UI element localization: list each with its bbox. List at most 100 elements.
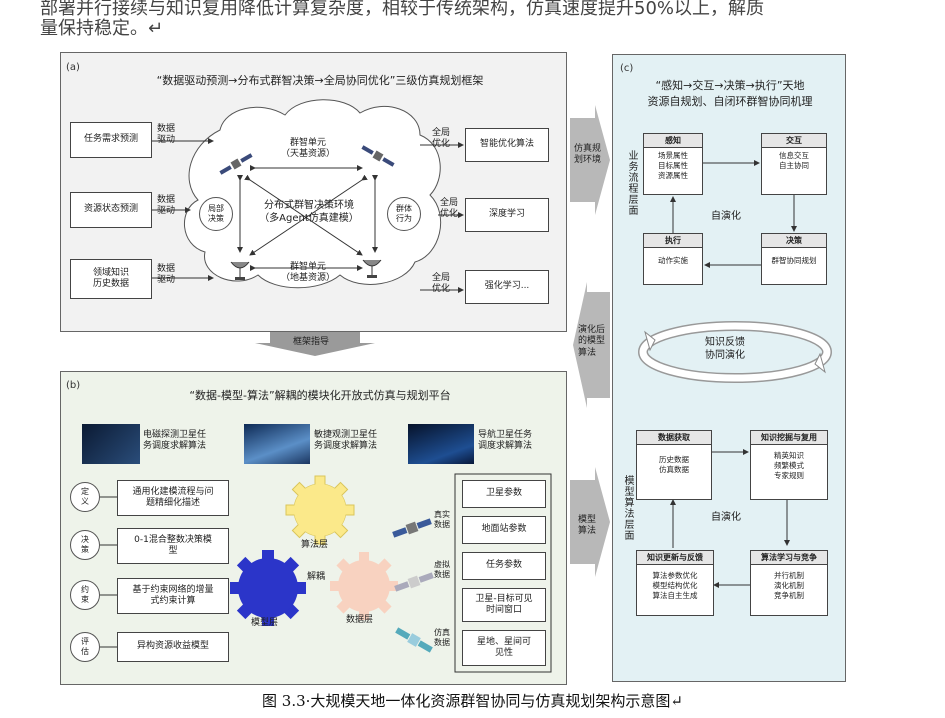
perceive-head: 感知 [644,134,702,148]
satellite-icon [395,627,433,653]
interact-head: 交互 [762,134,826,148]
model-layer-label: 模型算法层面 [622,475,633,541]
business-layer-label: 业务流程层面 [626,150,637,216]
edge-label-data-driven: 数据 驱动 [157,264,176,286]
gear-data-icon [330,552,398,620]
update-body: 算法参数优化 模型结构优化 算法自主生成 [652,571,698,600]
execute-head: 执行 [644,234,702,248]
step-evaluate-box: 异构资源收益模型 [117,632,229,662]
execute-box: 执行 动作实施 [643,233,703,285]
input-resource-state: 资源状态预测 [70,192,152,228]
self-evolve-label: 自演化 [711,211,741,222]
decide-box: 决策 群智协同规划 [761,233,827,285]
panel-b-title: “数据-模型-算法”解耦的模块化开放式仿真与规划平台 [189,389,451,402]
panel-c-title: “感知→交互→决策→执行”天地 资源自规划、自闭环群智协同机理 [647,79,813,108]
output-deep-learning: 深度学习 [465,198,549,232]
input-task-demand: 任务需求预测 [70,122,152,158]
edge-label-data-driven: 数据 驱动 [157,124,176,146]
interact-box: 交互 信息交互 自主协同 [761,133,827,195]
framework-guide-label: 框架指导 [293,337,330,347]
figure-caption: 图 3.3·大规模天地一体化资源群智协同与仿真规划架构示意图↵ [262,692,683,710]
param-visibility-window: 卫星-目标可见 时间窗口 [462,588,546,622]
data-acq-head: 数据获取 [637,431,711,445]
knowledge-head: 知识挖掘与复用 [751,431,827,445]
gear-algorithm-label: 算法层 [301,540,329,550]
edge-label-data-driven: 数据 驱动 [157,195,176,217]
output-reinforcement: 强化学习... [465,270,549,304]
group-behavior-node: 群体 行为 [387,197,421,231]
decide-body: 群智协同规划 [771,256,817,265]
gear-model-label: 模型层 [251,618,279,628]
step-constrain-tag: 约 束 [70,580,100,610]
panel-a-title: “数据驱动预测→分布式群智决策→全局协同优化”三级仿真规划框架 [156,74,484,87]
perceive-body: 场景属性 目标属性 资源属性 [658,151,688,180]
side-label-evolved: 演化后 的模型 算法 [578,325,606,358]
interact-body: 信息交互 自主协同 [779,151,809,170]
panel-a-label: (a) [66,62,80,73]
scenario-image-1 [82,424,140,464]
update-box: 知识更新与反馈 算法参数优化 模型结构优化 算法自主生成 [636,550,714,616]
intro-line-2: 量保持稳定。↵ [40,18,164,39]
cloud-center-label: 分布式群智决策环境 （多Agent仿真建模） [259,200,359,224]
data-type-virtual: 虚拟 数据 [434,560,450,579]
gear-algorithm-icon [285,475,355,545]
step-define-box: 通用化建模流程与问 题精细化描述 [117,480,229,516]
step-define-tag: 定 义 [70,482,100,512]
panel-c-label: (c) [620,63,634,74]
input-domain-knowledge: 领域知识 历史数据 [70,259,152,299]
step-decide-box: 0-1混合整数决策模 型 [117,528,229,564]
output-intelligent-opt: 智能优化算法 [465,128,549,162]
ground-station-icon [362,259,382,278]
param-ground-station: 地面站参数 [462,516,546,544]
satellite-icon [219,153,253,175]
edge-label-global-opt: 全局 优化 [432,273,451,295]
side-label-env: 仿真规 划环境 [574,144,602,166]
step-evaluate-tag: 评 估 [70,632,100,662]
edge-label-global-opt: 全局 优化 [440,198,459,220]
step-decide-tag: 决 策 [70,530,100,560]
update-head: 知识更新与反馈 [637,551,713,565]
satellite-icon [361,145,395,167]
ground-station-icon [230,261,250,280]
data-type-real: 真实 数据 [434,510,450,529]
self-evolve-label-2: 自演化 [711,512,741,523]
learning-box: 算法学习与竞争 并行机制 演化机制 竞争机制 [750,550,828,616]
scenario-label-1: 电磁探测卫星任 务调度求解算法 [143,430,207,452]
param-satellite: 卫星参数 [462,480,546,508]
scenario-image-2 [244,424,310,464]
edge-label-global-opt: 全局 优化 [432,128,451,150]
decide-head: 决策 [762,234,826,248]
intro-line-1: 部署并行接续与知识复用降低计算复杂度，相较于传统架构，仿真速度提升50%以上，解… [40,0,765,19]
satellite-icon [392,518,432,538]
satellite-icon [394,572,434,592]
scenario-label-3: 导航卫星任务 调度求解算法 [478,430,533,452]
learning-body: 并行机制 演化机制 竞争机制 [774,571,804,600]
cloud-ground-unit: 群智单元 （地基资源） [280,262,335,284]
scenario-label-2: 敏捷观测卫星任 务调度求解算法 [314,430,378,452]
data-acq-body: 历史数据 仿真数据 [659,455,689,474]
data-acq-box: 数据获取 历史数据 仿真数据 [636,430,712,500]
learning-head: 算法学习与竞争 [751,551,827,565]
param-task: 任务参数 [462,552,546,580]
knowledge-box: 知识挖掘与复用 精英知识 频繁模式 专家规则 [750,430,828,500]
step-constrain-box: 基于约束网络的增量 式约束计算 [117,578,229,614]
local-decision-node: 局部 决策 [199,197,233,231]
param-link-visibility: 星地、星间可 见性 [462,630,546,666]
data-type-sim: 仿真 数据 [434,628,450,647]
feedback-label: 知识反馈 协同演化 [705,337,745,361]
panel-b-label: (b) [66,380,81,391]
cloud-space-unit: 群智单元 （天基资源） [280,138,335,160]
scenario-image-3 [408,424,474,464]
gear-data-label: 数据层 [346,615,374,625]
knowledge-body: 精英知识 频繁模式 专家规则 [774,451,804,480]
execute-body: 动作实施 [658,256,688,265]
perceive-box: 感知 场景属性 目标属性 资源属性 [643,133,703,195]
decouple-label: 解耦 [307,572,326,582]
side-label-model: 模型 算法 [578,515,597,537]
